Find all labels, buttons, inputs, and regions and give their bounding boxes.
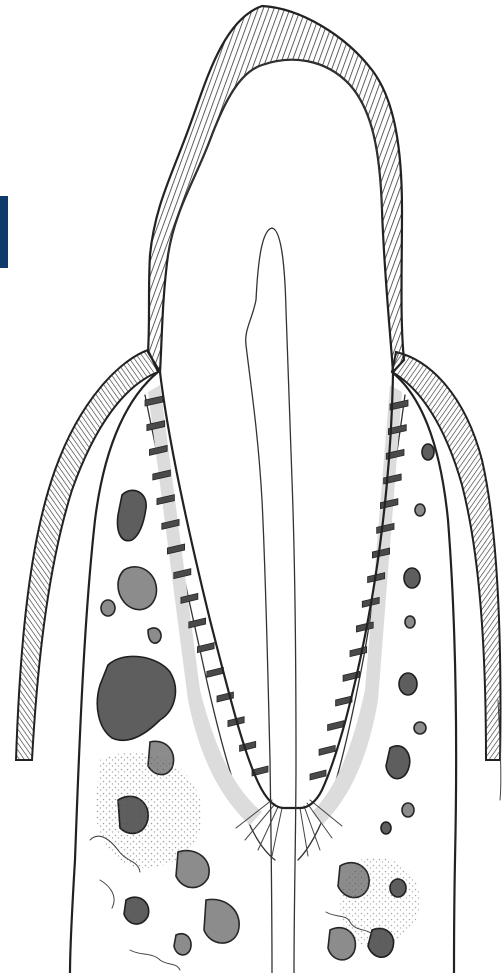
gingiva-right: [392, 352, 500, 760]
marrow-spaces-left: [90, 490, 239, 970]
pulp-canal: [246, 228, 296, 973]
ligament-fiber: [240, 741, 256, 751]
ligament-fiber: [328, 721, 344, 731]
ligament-fiber: [310, 770, 326, 780]
ligament-fiber: [189, 618, 206, 628]
ligament-fiber: [197, 643, 214, 653]
ligament-fiber: [207, 667, 224, 677]
ligament-fiber: [319, 745, 335, 755]
